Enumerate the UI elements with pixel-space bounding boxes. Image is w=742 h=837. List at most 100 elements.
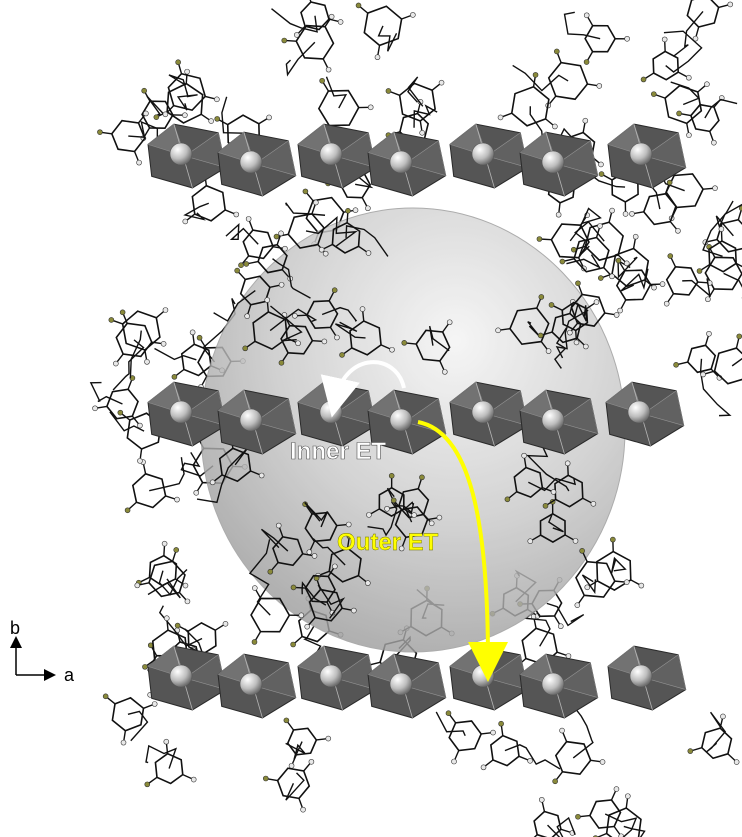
ligand-atom <box>97 129 103 135</box>
ligand-atom <box>306 549 313 555</box>
ligand-atom <box>325 66 332 73</box>
ligand-ring <box>489 734 520 767</box>
polyhedron-facet <box>556 662 599 699</box>
ligand-ring <box>167 72 207 112</box>
ligand-atom <box>144 781 151 788</box>
ligand-atom <box>559 258 566 265</box>
ligand-atom <box>174 622 181 629</box>
ligand-atom <box>278 281 285 288</box>
ligand-atom <box>583 59 590 65</box>
ligand-ring <box>131 472 167 509</box>
ligand-atom <box>214 116 220 122</box>
ligand-atom <box>339 352 345 358</box>
ligand-atom <box>92 405 98 412</box>
ligand-atom <box>596 83 603 89</box>
ligand-atom <box>160 341 167 347</box>
ligand-atom <box>629 211 635 217</box>
ligand-atom <box>238 262 244 268</box>
ligand-atom <box>365 205 371 212</box>
ligand-ring <box>584 221 624 262</box>
polyhedron-facet <box>254 662 297 699</box>
ligand-ring <box>394 506 429 539</box>
ligand-ring <box>126 412 162 450</box>
ligand-atom <box>598 171 605 177</box>
ligand-atom <box>663 300 670 307</box>
ligand-atom <box>273 233 280 240</box>
ligand-atom <box>144 359 150 365</box>
ligand-chain <box>574 302 588 322</box>
ligand-atom <box>706 330 712 337</box>
ligand-atom <box>117 409 124 416</box>
ligand-atom <box>390 497 397 504</box>
ligand-chain <box>504 744 561 770</box>
ligand-atom <box>233 211 240 218</box>
ligand-chain <box>129 330 142 379</box>
ligand-atom <box>573 339 580 346</box>
ligand-atom <box>598 161 604 168</box>
ligand-chain <box>317 584 346 619</box>
ligand-atom <box>262 775 269 782</box>
ligand-chain <box>271 8 318 33</box>
ligand-ring <box>686 344 717 374</box>
metal-atom <box>471 664 495 688</box>
ligand-ring <box>615 269 652 301</box>
ligand-atom <box>575 813 581 820</box>
ligand-atom <box>419 474 425 481</box>
ligand-ring <box>561 301 589 332</box>
ligand-ring <box>704 256 742 291</box>
polyhedron-facet <box>254 398 297 435</box>
ligand-chain <box>715 203 742 237</box>
ligand-atom <box>321 338 328 345</box>
ligand-ring <box>191 184 227 222</box>
ligand-atom <box>266 114 272 121</box>
ligand-chain <box>272 258 311 299</box>
metal-atom <box>471 400 495 424</box>
ligand-atom <box>295 340 301 347</box>
ligand-ring <box>708 240 737 273</box>
ligand-ring <box>304 574 336 603</box>
ligand-atom <box>700 371 706 378</box>
ligand-atom <box>666 179 673 186</box>
ligand-ring <box>533 810 562 837</box>
ligand-atom <box>696 268 703 274</box>
ligand-chain <box>146 95 166 116</box>
polyhedron-facet <box>642 390 685 427</box>
ligand-atom <box>521 452 527 459</box>
ligand-chain <box>149 457 185 492</box>
ligand-ring <box>547 61 589 101</box>
ligand-atom <box>113 360 119 367</box>
metal-atom <box>319 142 343 166</box>
ligand-ring <box>276 767 311 800</box>
ligand-atom <box>497 114 504 121</box>
ligand-atom <box>108 317 115 323</box>
ligand-atom <box>625 793 631 799</box>
ligand-ring <box>305 300 339 329</box>
ligand-atom <box>552 123 558 130</box>
ligand-atom <box>374 54 381 61</box>
inner-et-label: Inner ET <box>290 438 386 465</box>
ligand-chain <box>526 444 570 492</box>
ligand-atom <box>162 307 169 313</box>
ligand-chain <box>407 76 424 107</box>
ligand-chain <box>325 76 348 109</box>
ligand-atom <box>504 496 511 503</box>
ligand-chain <box>176 94 198 111</box>
metal-atom <box>541 408 565 432</box>
metal-atom <box>627 400 651 424</box>
ligand-chain <box>221 96 244 134</box>
ligand-atom <box>451 758 457 765</box>
ligand-atom <box>582 117 589 124</box>
ligand-atom <box>498 720 504 727</box>
ligand-atom <box>161 540 168 547</box>
ligand-ring <box>180 343 212 377</box>
ligand-atom <box>137 458 143 464</box>
ligand-atom <box>686 132 692 138</box>
ligand-chain <box>270 305 303 342</box>
ligand-ring <box>257 243 288 274</box>
ligand-ring <box>700 727 733 760</box>
ligand-chain <box>345 225 389 257</box>
ligand-atom <box>355 2 362 9</box>
ligand-ring <box>642 192 677 226</box>
ligand-atom <box>182 582 189 589</box>
ligand-atom <box>193 489 200 496</box>
